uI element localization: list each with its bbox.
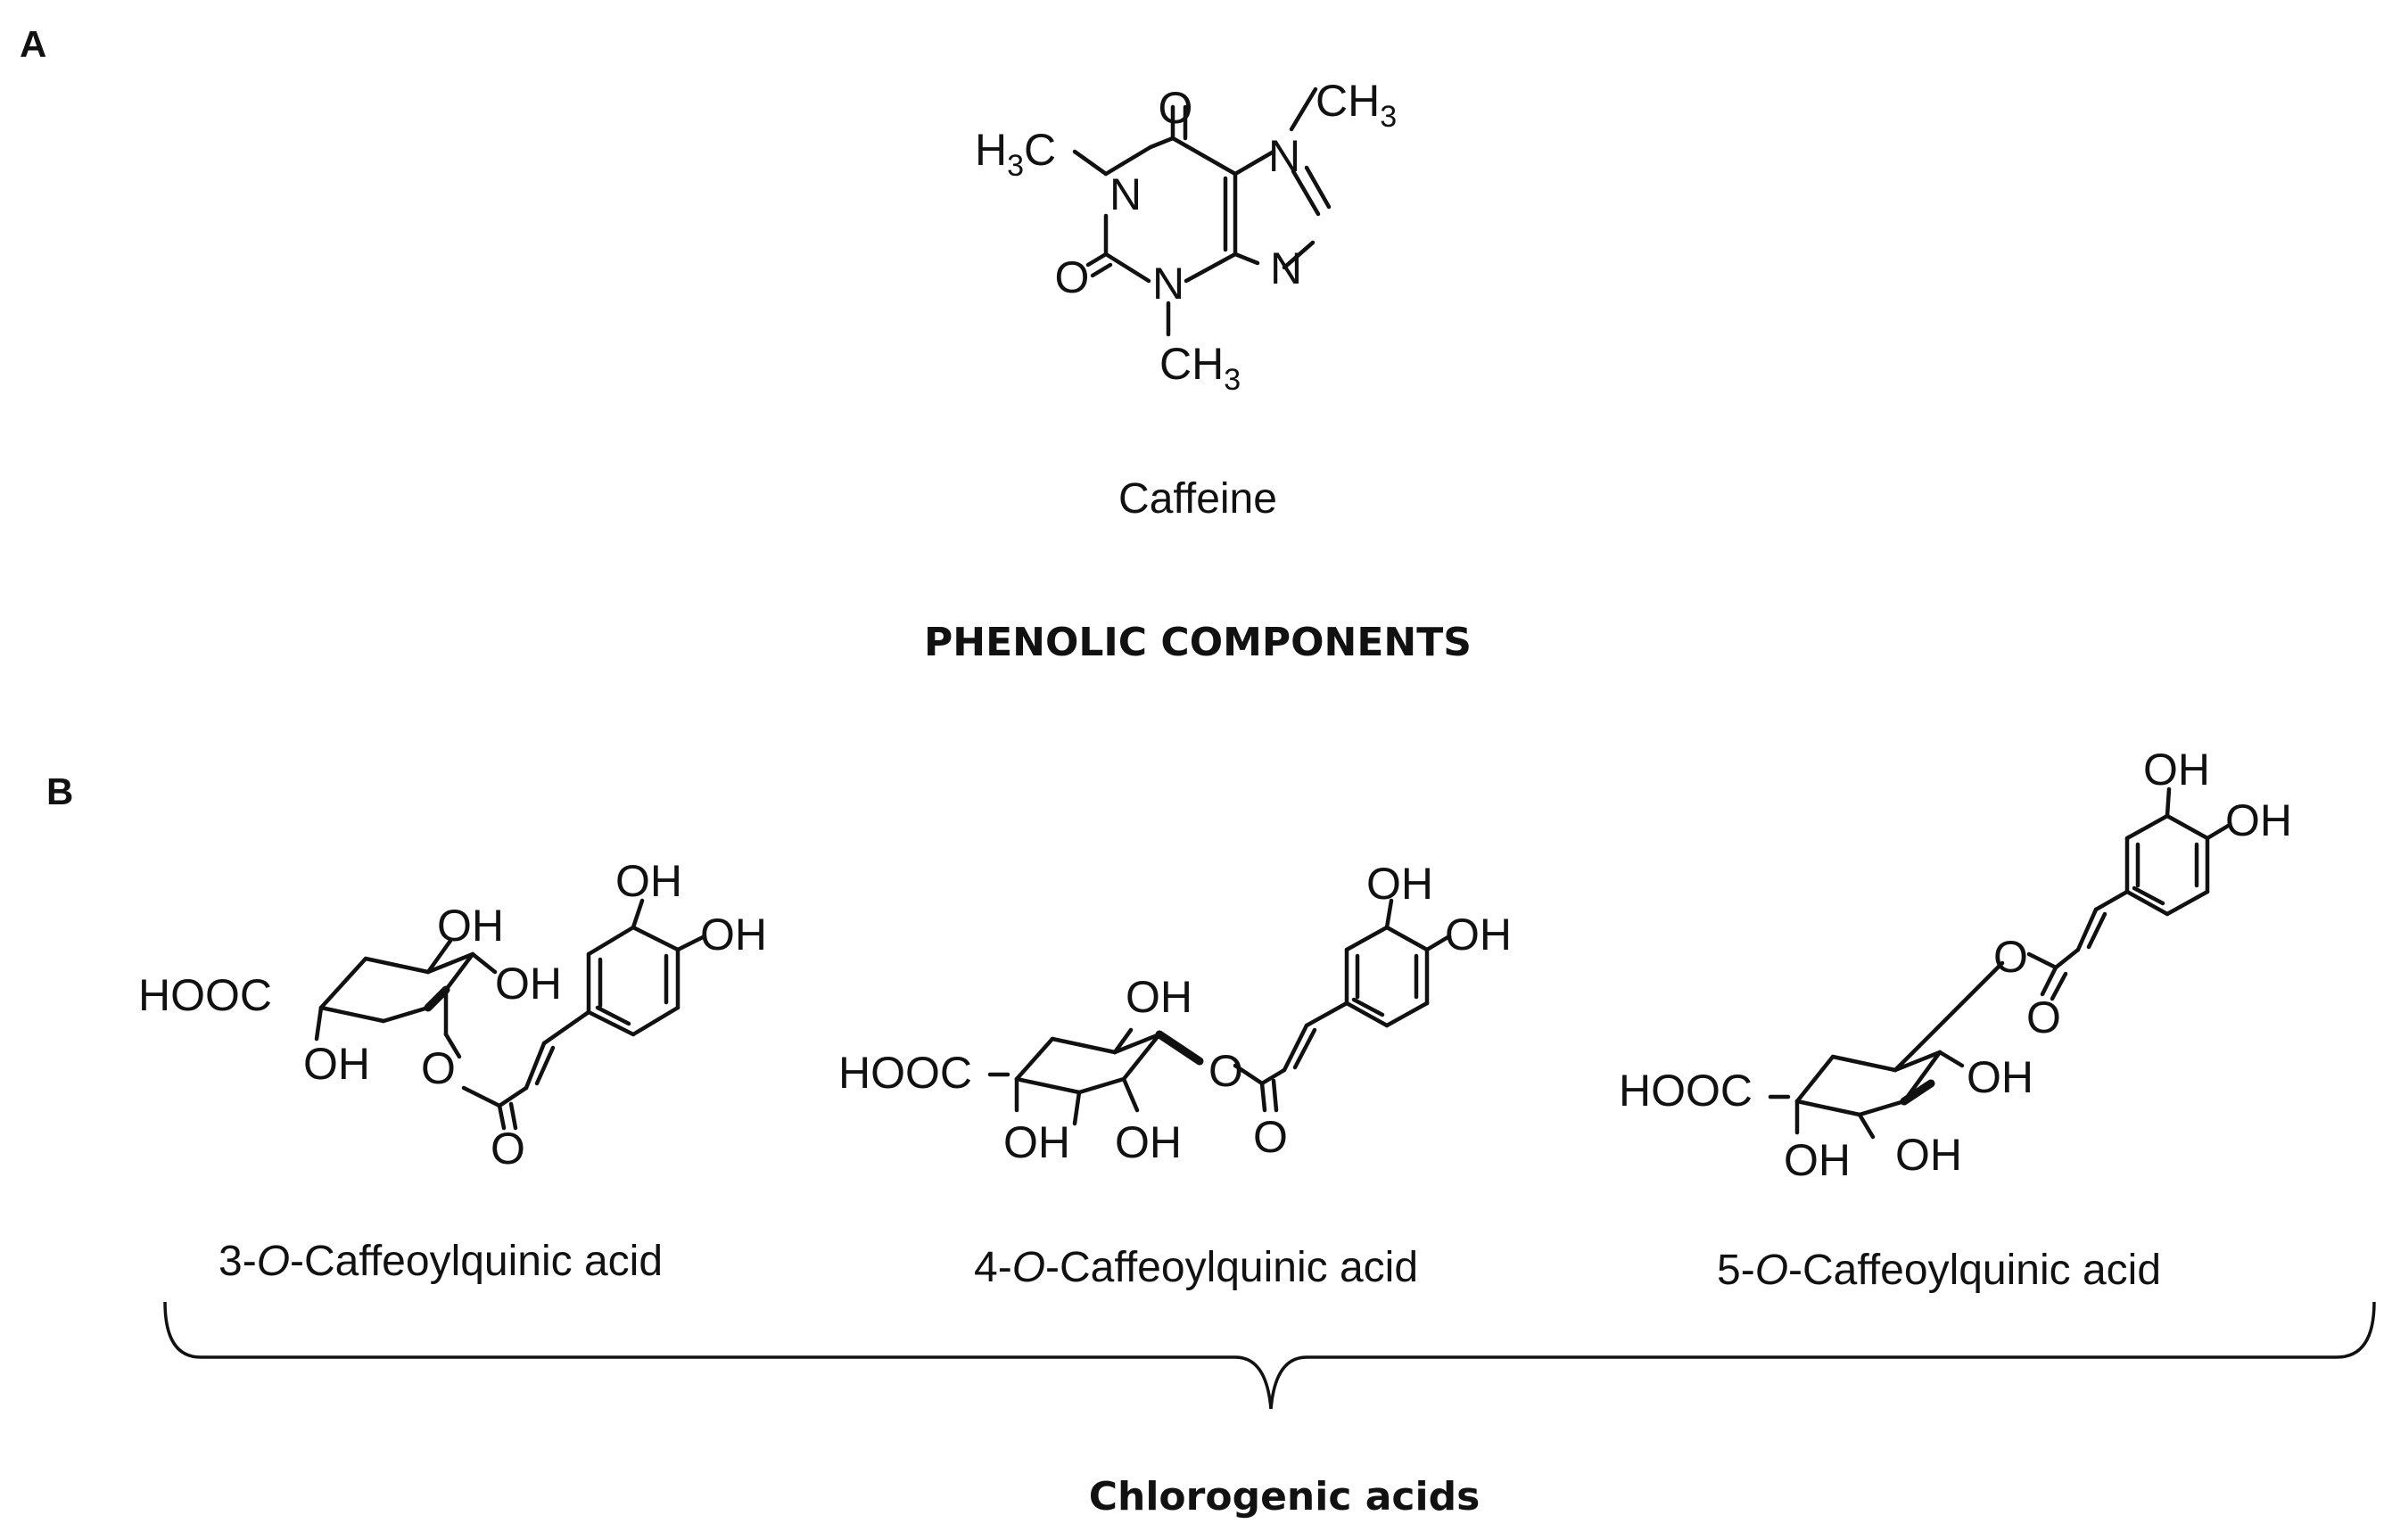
4-ocqa-oh-5: OH — [1445, 910, 1512, 959]
panel-letter-a: A — [20, 23, 46, 65]
caffeine-o-left: O — [1055, 252, 1090, 302]
4-ocqa-carbonyl-o: O — [1253, 1112, 1288, 1162]
5-ocqa-oh-2: OH — [1784, 1135, 1851, 1185]
caffeine-n7: N — [1268, 131, 1300, 181]
4-ocqa-oh-1: OH — [1126, 972, 1192, 1022]
caffeine-n3: N — [1152, 259, 1184, 309]
3-ocqa-structure — [314, 898, 707, 1131]
caffeine-o-top: O — [1159, 83, 1193, 133]
5-ocqa-carbonyl-o: O — [2026, 992, 2061, 1042]
4-ocqa-oh-2: OH — [1003, 1117, 1070, 1167]
3-ocqa-caption: 3-O-Caffeoylquinic acid — [219, 1238, 663, 1285]
3-ocqa-oh-4: OH — [615, 856, 682, 906]
caffeine-caption: Caffeine — [1118, 475, 1277, 523]
5-ocqa-oh-3: OH — [1895, 1130, 1962, 1180]
caffeine-n1: N — [1109, 169, 1142, 219]
5-ocqa-caption: 5-O-Caffeoylquinic acid — [1717, 1247, 2161, 1294]
5-ocqa-oh-1: OH — [1967, 1052, 2033, 1102]
4-ocqa-caption: 4-O-Caffeoylquinic acid — [974, 1244, 1418, 1291]
4-ocqa-oh-4: OH — [1366, 859, 1433, 909]
4-ocqa-hooc: HOOC — [838, 1048, 972, 1098]
3-ocqa-oh-3: OH — [495, 959, 562, 1009]
3-ocqa-ester-o: O — [421, 1043, 456, 1093]
panel-letter-b: B — [46, 770, 73, 812]
4-ocqa-oh-3: OH — [1115, 1117, 1182, 1167]
phenolic-components-heading: PHENOLIC COMPONENTS — [924, 620, 1472, 665]
caffeine-h3c-label: H3C — [975, 125, 1056, 183]
5-ocqa-oh-5: OH — [2225, 795, 2292, 845]
caffeine-n9: N — [1270, 243, 1302, 293]
4-ocqa-structure — [987, 898, 1452, 1126]
5-ocqa-structure — [1768, 786, 2232, 1140]
3-ocqa-oh-1: OH — [303, 1039, 370, 1089]
4-ocqa-ester-o: O — [1208, 1046, 1243, 1096]
caffeine-ch3-bottom-label: CH3 — [1159, 339, 1241, 397]
5-ocqa-oh-4: OH — [2143, 745, 2210, 795]
chlorogenic-acids-brace — [163, 1301, 2376, 1410]
caffeine-ch3-top-label: CH3 — [1316, 76, 1397, 134]
3-ocqa-carbonyl-o: O — [491, 1124, 525, 1174]
5-ocqa-ester-o: O — [1993, 932, 2028, 982]
3-ocqa-hooc: HOOC — [138, 970, 272, 1020]
chlorogenic-acids-label: Chlorogenic acids — [1089, 1474, 1481, 1519]
5-ocqa-hooc: HOOC — [1619, 1066, 1753, 1116]
caffeine-structure — [1072, 86, 1332, 337]
3-ocqa-oh-5: OH — [700, 910, 767, 959]
3-ocqa-oh-2: OH — [437, 901, 504, 951]
